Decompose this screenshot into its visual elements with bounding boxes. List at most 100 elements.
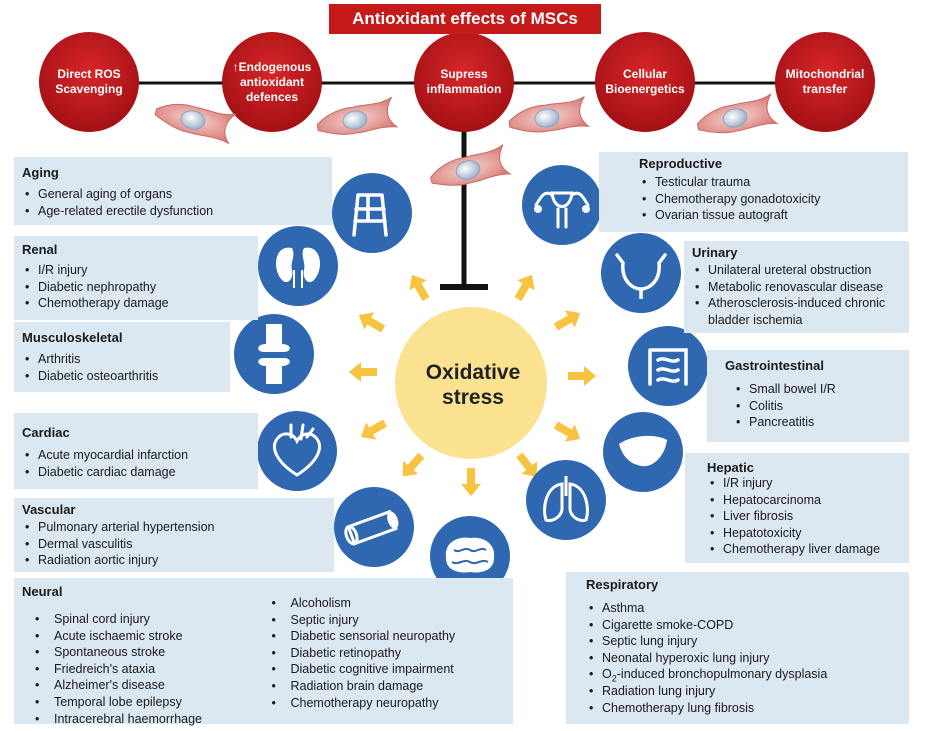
mechanism-label-antioxidant: ↑Endogenous antioxidant defences — [232, 59, 312, 104]
list-item: Dermal vasculitis — [22, 536, 326, 553]
list-item: Septic lung injury — [586, 633, 903, 650]
heart-icon — [257, 411, 337, 491]
list-item: Acute ischaemic stroke — [32, 628, 269, 645]
list-item: Metabolic renovascular disease — [692, 279, 905, 296]
arrow-to-musculoskeletal — [349, 362, 377, 382]
intestine-icon — [628, 326, 708, 406]
uterus-icon — [522, 165, 602, 245]
panel-title: Gastrointestinal — [725, 358, 824, 373]
list-item: I/R injury — [707, 475, 903, 492]
mechanism-circle-ros — [39, 32, 139, 132]
panel-title: Aging — [22, 165, 59, 180]
list-item: Friedreich's ataxia — [32, 661, 269, 678]
mechanism-circle-mitochondrial — [775, 32, 875, 132]
panel-title: Neural — [22, 584, 63, 599]
list-item: Atherosclerosis-induced chronic bladder … — [692, 295, 905, 328]
list-item: Chemotherapy gonadotoxicity — [639, 191, 900, 208]
msc-cell-icon — [426, 144, 511, 194]
mechanism-circle-bioenergetics — [595, 32, 695, 132]
arrow-to-vascular — [395, 448, 429, 484]
panel-title: Reproductive — [639, 156, 723, 171]
mechanism-label-ros: Direct ROS Scavenging — [55, 67, 123, 96]
bladder-icon — [601, 233, 681, 313]
panel-urinary: Urinary Unilateral ureteral obstruction … — [684, 241, 909, 333]
list-item: Diabetic sensorial neuropathy — [269, 628, 506, 645]
list-item: Unilateral ureteral obstruction — [692, 262, 905, 279]
liver-icon — [603, 412, 683, 492]
panel-title: Vascular — [22, 502, 76, 517]
panel-reproductive: Reproductive Testicular trauma Chemother… — [599, 152, 908, 232]
arrow-to-aging — [403, 269, 435, 305]
list-item: General aging of organs — [22, 186, 324, 203]
list-item: Cigarette smoke-COPD — [586, 617, 903, 634]
mechanism-circle-inflammation — [414, 32, 514, 132]
panel-title: Urinary — [692, 245, 738, 260]
panel-title: Renal — [22, 242, 58, 257]
list-item: Radiation lung injury — [586, 683, 903, 700]
list-item: Alcoholism — [269, 595, 506, 612]
list-item: Liver fibrosis — [707, 508, 903, 525]
panel-title: Hepatic — [707, 460, 754, 475]
list-item: Intracerebral haemorrhage — [32, 711, 269, 728]
arrow-to-reproductive — [509, 269, 541, 305]
arrow-to-renal — [353, 306, 389, 338]
list-item: Alzheimer's disease — [32, 677, 269, 694]
list-item: Ovarian tissue autograft — [639, 207, 900, 224]
list-item: Diabetic cardiac damage — [22, 464, 250, 481]
list-item: Diabetic nephropathy — [22, 279, 250, 296]
msc-cell-icon — [506, 96, 590, 138]
list-item: Chemotherapy lung fibrosis — [586, 700, 903, 717]
neural-list-left: Spinal cord injury Acute ischaemic strok… — [32, 611, 269, 727]
mechanism-circle-antioxidant — [222, 32, 322, 132]
panel-hepatic: Hepatic I/R injury Hepatocarcinoma Liver… — [685, 453, 909, 563]
list-item: Acute myocardial infarction — [22, 447, 250, 464]
list-item: Hepatocarcinoma — [707, 492, 903, 509]
list-item: Chemotherapy liver damage — [707, 541, 903, 558]
list-item: Septic injury — [269, 612, 506, 629]
panel-title: Cardiac — [22, 425, 70, 440]
mechanism-label-bioenergetics: Cellular Bioenergetics — [605, 67, 685, 96]
list-item: I/R injury — [22, 262, 250, 279]
list-item: Diabetic retinopathy — [269, 645, 506, 662]
panel-cardiac: Cardiac Acute myocardial infarction Diab… — [14, 413, 258, 489]
list-item: Asthma — [586, 600, 903, 617]
list-item: Temporal lobe epilepsy — [32, 694, 269, 711]
list-item: Neonatal hyperoxic lung injury — [586, 650, 903, 667]
neural-list-right: Alcoholism Septic injury Diabetic sensor… — [269, 595, 506, 727]
arrow-to-hepatic — [550, 416, 586, 448]
arrow-to-gastrointestinal — [568, 366, 596, 386]
mechanism-label-inflammation: Supress inflammation — [426, 67, 502, 96]
diagram-title: Antioxidant effects of MSCs — [329, 4, 601, 34]
oxidative-stress-circle — [395, 307, 547, 459]
list-item: Diabetic osteoarthritis — [22, 368, 222, 385]
blood-vessel-icon — [334, 487, 414, 567]
panel-musculoskeletal: Musculoskeletal Arthritis Diabetic osteo… — [14, 322, 230, 392]
panel-gastrointestinal: Gastrointestinal Small bowel I/R Colitis… — [707, 350, 909, 442]
arrow-to-cardiac — [355, 414, 391, 446]
list-item: Chemotherapy neuropathy — [269, 695, 506, 712]
panel-aging: Aging General aging of organs Age-relate… — [14, 157, 332, 225]
list-item: Testicular trauma — [639, 174, 900, 191]
panel-vascular: Vascular Pulmonary arterial hypertension… — [14, 498, 334, 572]
list-item: Small bowel I/R — [733, 381, 903, 398]
mechanism-label-mitochondrial: Mitochondrial transfer — [785, 67, 865, 96]
list-item: Spinal cord injury — [32, 611, 269, 628]
panel-title: Musculoskeletal — [22, 330, 123, 345]
msc-cell-icon — [314, 96, 398, 141]
list-item: Hepatotoxicity — [707, 525, 903, 542]
list-item: Diabetic cognitive impairment — [269, 661, 506, 678]
panel-renal: Renal I/R injury Diabetic nephropathy Ch… — [14, 236, 258, 320]
list-item: Pulmonary arterial hypertension — [22, 519, 326, 536]
list-item: Radiation brain damage — [269, 678, 506, 695]
knee-joint-icon — [234, 314, 314, 394]
list-item: Pancreatitis — [733, 414, 903, 431]
lungs-icon — [526, 460, 606, 540]
walker-icon — [332, 173, 412, 253]
arrow-to-neural — [461, 468, 481, 496]
list-item: Chemotherapy damage — [22, 295, 250, 312]
list-item: Radiation aortic injury — [22, 552, 326, 569]
kidney-icon — [258, 226, 338, 306]
list-item: O2-induced bronchopulmonary dysplasia — [586, 666, 903, 683]
list-item: Arthritis — [22, 351, 222, 368]
